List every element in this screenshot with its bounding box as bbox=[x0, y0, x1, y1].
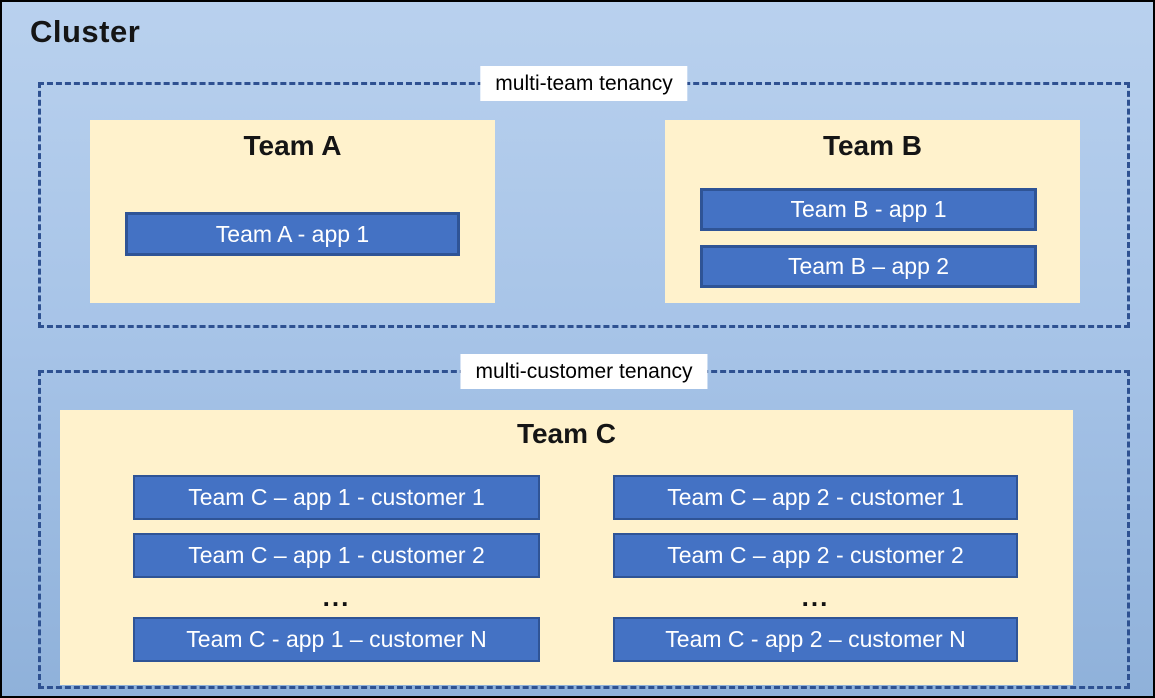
team-a-app-1-box: Team A - app 1 bbox=[125, 212, 460, 256]
team-c-app1-customer2-box: Team C – app 1 - customer 2 bbox=[133, 533, 540, 578]
team-b-app-1-box: Team B - app 1 bbox=[700, 188, 1037, 231]
team-a-title: Team A bbox=[243, 130, 342, 161]
multi-customer-tenancy-label: multi-customer tenancy bbox=[460, 354, 708, 390]
team-b-panel: Team B Team B - app 1 Team B – app 2 bbox=[665, 120, 1080, 303]
team-c-app2-ellipsis: ... bbox=[801, 582, 830, 612]
team-c-app1-customerN-box: Team C - app 1 – customer N bbox=[133, 617, 540, 662]
team-c-app2-customerN-box: Team C - app 2 – customer N bbox=[613, 617, 1018, 662]
team-c-app2-customer1-box: Team C – app 2 - customer 1 bbox=[613, 475, 1018, 520]
team-c-app1-customer1-box: Team C – app 1 - customer 1 bbox=[133, 475, 540, 520]
team-c-app-1-column: Team C – app 1 - customer 1 Team C – app… bbox=[133, 475, 540, 662]
multi-team-tenancy-group: multi-team tenancy Team A Team A - app 1… bbox=[38, 66, 1130, 328]
team-b-title: Team B bbox=[822, 130, 923, 161]
multi-customer-tenancy-group: multi-customer tenancy Team C Team C – a… bbox=[38, 354, 1130, 689]
team-c-app1-ellipsis: ... bbox=[322, 582, 351, 612]
multi-team-tenancy-label: multi-team tenancy bbox=[480, 66, 688, 102]
cluster-title: Cluster bbox=[30, 14, 141, 49]
team-c-title: Team C bbox=[516, 418, 617, 449]
team-c-app2-customer2-box: Team C – app 2 - customer 2 bbox=[613, 533, 1018, 578]
team-c-app-2-column: Team C – app 2 - customer 1 Team C – app… bbox=[613, 475, 1018, 662]
team-c-panel: Team C Team C – app 1 - customer 1 Team … bbox=[60, 410, 1073, 685]
team-a-panel: Team A Team A - app 1 bbox=[90, 120, 495, 303]
team-b-app-2-box: Team B – app 2 bbox=[700, 245, 1037, 288]
